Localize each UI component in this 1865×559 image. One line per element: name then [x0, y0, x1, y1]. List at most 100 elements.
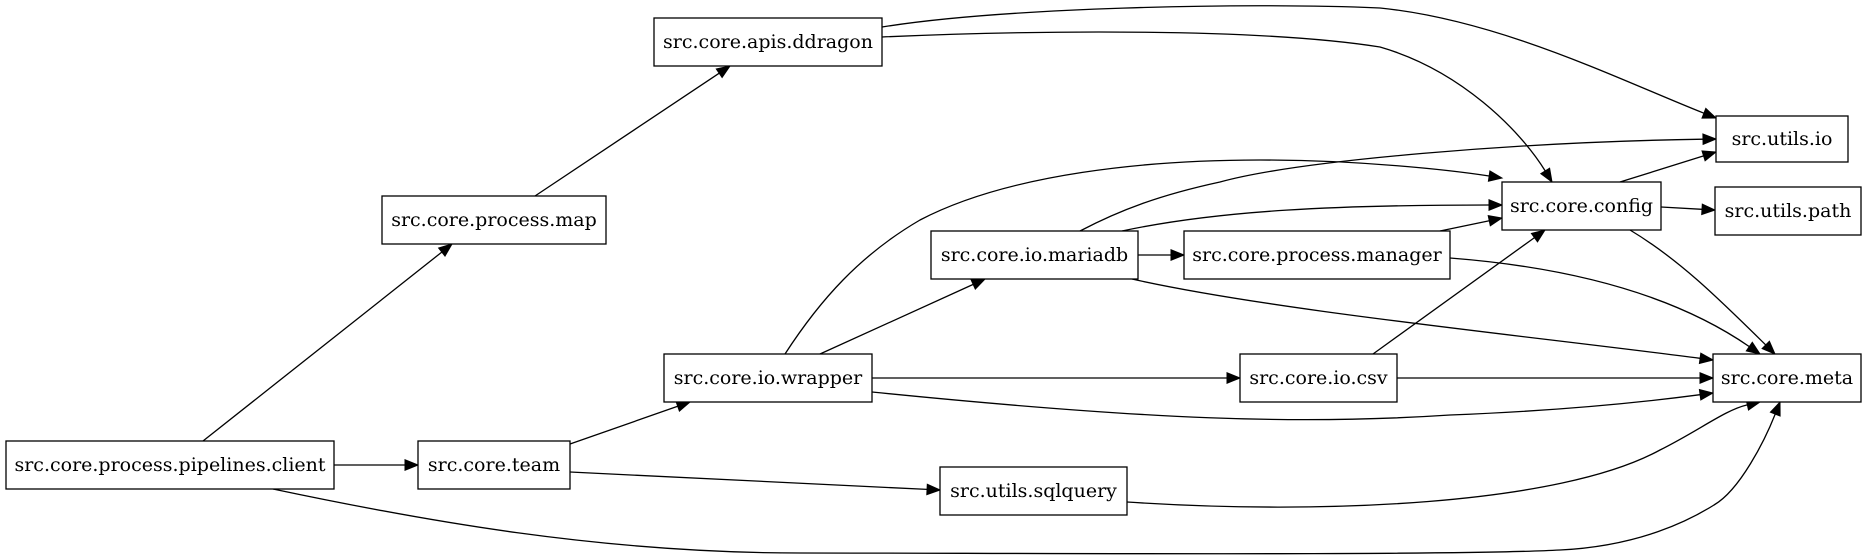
node-box	[1239, 353, 1398, 403]
arrowhead-icon	[1487, 170, 1504, 182]
edge-io-wrapper-to-io-csv	[872, 372, 1242, 384]
node-label: src.core.process.manager	[1192, 244, 1442, 266]
edge-line	[881, 31, 1546, 172]
node-pipelines-client[interactable]: src.core.process.pipelines.client	[5, 440, 335, 490]
edge-io-csv-to-core-config	[1372, 229, 1547, 355]
edge-line	[1449, 257, 1750, 348]
edge-process-map-to-apis-ddragon	[534, 65, 732, 197]
edge-core-team-to-utils-sqlquery	[569, 471, 942, 496]
edge-io-mariadb-to-utils-io	[1079, 133, 1718, 232]
arrowhead-icon	[1698, 352, 1715, 365]
node-box	[930, 230, 1139, 280]
edge-apis-ddragon-to-core-config	[881, 31, 1553, 184]
node-label: src.core.config	[1510, 195, 1653, 217]
node-utils-path[interactable]: src.utils.path	[1714, 186, 1862, 236]
edge-line	[784, 159, 1490, 355]
edge-io-mariadb-to-core-config	[1121, 199, 1504, 232]
edge-io-mariadb-to-process-manager	[1138, 249, 1186, 261]
arrowhead-icon	[1699, 372, 1715, 384]
edge-process-manager-to-core-meta	[1449, 257, 1762, 355]
arrowhead-icon	[1539, 167, 1553, 184]
arrowhead-icon	[1226, 372, 1242, 384]
edge-pipelines-client-to-core-meta	[272, 400, 1781, 555]
node-box	[1714, 186, 1862, 236]
arrowhead-icon	[1487, 214, 1504, 227]
edge-pipelines-client-to-core-team	[334, 459, 420, 471]
edge-io-wrapper-to-core-config	[784, 159, 1504, 355]
arrowhead-icon	[1170, 249, 1186, 261]
edge-line	[1372, 237, 1535, 355]
node-label: src.core.process.pipelines.client	[14, 454, 325, 476]
edge-line	[569, 471, 928, 491]
arrowhead-icon	[1702, 133, 1718, 146]
arrowhead-icon	[1761, 340, 1776, 355]
edge-io-wrapper-to-io-mariadb	[819, 278, 987, 355]
node-process-manager[interactable]: src.core.process.manager	[1183, 230, 1451, 280]
edge-line	[819, 283, 974, 355]
edge-process-manager-to-core-config	[1439, 214, 1504, 232]
arrowhead-icon	[675, 400, 692, 413]
arrowhead-icon	[926, 483, 942, 496]
node-label: src.utils.path	[1725, 200, 1852, 222]
arrowhead-icon	[715, 65, 732, 79]
node-process-map[interactable]: src.core.process.map	[381, 195, 607, 245]
node-label: src.utils.sqlquery	[950, 480, 1117, 502]
node-label: src.core.io.mariadb	[941, 244, 1128, 266]
node-label: src.utils.io	[1732, 128, 1833, 150]
node-io-csv[interactable]: src.core.io.csv	[1239, 353, 1398, 403]
node-box	[653, 17, 883, 67]
edge-line	[272, 413, 1776, 555]
node-box	[381, 195, 607, 245]
edge-line	[1660, 206, 1703, 210]
node-label: src.core.process.map	[391, 209, 597, 231]
node-io-wrapper[interactable]: src.core.io.wrapper	[663, 353, 873, 403]
node-label: src.core.meta	[1721, 367, 1853, 389]
edge-core-team-to-io-wrapper	[569, 400, 692, 445]
arrowhead-icon	[1698, 388, 1715, 401]
edge-line	[202, 251, 443, 442]
node-box	[1501, 181, 1662, 231]
arrowhead-icon	[1701, 150, 1718, 162]
arrowhead-icon	[437, 243, 454, 257]
node-box	[1715, 115, 1849, 163]
node-label: src.core.apis.ddragon	[663, 31, 873, 53]
edges-layer	[202, 5, 1781, 555]
arrowhead-icon	[1769, 400, 1781, 417]
node-core-config[interactable]: src.core.config	[1501, 181, 1662, 231]
node-utils-io[interactable]: src.utils.io	[1715, 115, 1849, 163]
edge-line	[871, 391, 1701, 421]
node-label: src.core.team	[428, 454, 560, 476]
edge-core-config-to-utils-io	[1619, 150, 1718, 183]
node-core-meta[interactable]: src.core.meta	[1712, 353, 1862, 403]
node-box	[1183, 230, 1451, 280]
node-label: src.core.io.csv	[1249, 367, 1388, 389]
nodes-layer: src.core.apis.ddragon src.core.process.ma…	[5, 17, 1862, 516]
edge-io-mariadb-to-core-meta	[1131, 278, 1715, 365]
edge-core-config-to-utils-path	[1660, 203, 1717, 216]
edge-line	[1439, 220, 1490, 232]
edge-line	[1629, 229, 1767, 346]
node-io-mariadb[interactable]: src.core.io.mariadb	[930, 230, 1139, 280]
node-box	[5, 440, 335, 490]
arrowhead-icon	[970, 278, 987, 290]
node-utils-sqlquery[interactable]: src.utils.sqlquery	[939, 466, 1128, 516]
edge-apis-ddragon-to-utils-io	[881, 5, 1718, 119]
node-box	[1712, 353, 1862, 403]
node-box	[663, 353, 873, 403]
edge-line	[1121, 204, 1490, 232]
node-box	[417, 440, 571, 490]
arrowhead-icon	[404, 459, 420, 471]
edge-io-csv-to-core-meta	[1397, 372, 1715, 384]
edge-pipelines-client-to-process-map	[202, 243, 454, 442]
edge-line	[1126, 404, 1748, 508]
arrowhead-icon	[1745, 341, 1762, 355]
edge-io-wrapper-to-core-meta	[871, 388, 1715, 421]
node-core-team[interactable]: src.core.team	[417, 440, 571, 490]
node-apis-ddragon[interactable]: src.core.apis.ddragon	[653, 17, 883, 67]
arrowhead-icon	[1701, 107, 1718, 119]
arrowhead-icon	[1530, 229, 1547, 243]
edge-line	[1619, 155, 1704, 183]
arrowhead-icon	[1488, 199, 1504, 211]
node-label: src.core.io.wrapper	[674, 367, 863, 389]
